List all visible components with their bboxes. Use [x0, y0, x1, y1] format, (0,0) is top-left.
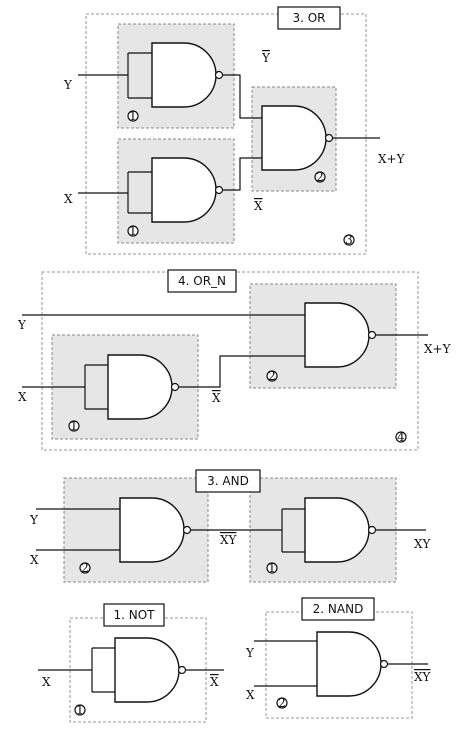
not-title: 1. NOT	[113, 608, 155, 622]
and-gate-2-wires	[191, 508, 426, 553]
and-middle-label: XY	[220, 533, 238, 547]
nand-title-box	[301, 597, 375, 621]
or-inverted-y-label: Y	[261, 51, 271, 65]
and-title-box	[195, 469, 261, 493]
nor-gate-2-number-circle	[266, 370, 278, 382]
nor-gate-2-number: 2	[268, 369, 276, 383]
nor-gate-1-input-wires	[22, 364, 108, 410]
nor-nand-gate-1	[107, 354, 173, 420]
nor-panel: 4. OR_N 1 2 Y X X X+Y 4	[17, 269, 452, 451]
not-nand-gate	[114, 637, 180, 703]
and-input-x-label: X	[30, 553, 39, 567]
or-gate-1-input-wires	[78, 52, 152, 99]
nand-input-x-label: X	[246, 688, 255, 702]
and-gate-2-number-circle	[266, 562, 278, 574]
or-output-label: X+Y	[378, 152, 406, 166]
nor-gate-1-number-circle	[68, 420, 80, 432]
nor-input-x-label: X	[18, 390, 27, 404]
nor-nand-gate-2	[304, 302, 370, 368]
and-gate-1-input-wires	[36, 508, 120, 551]
nor-inverted-x-label: X	[212, 391, 221, 405]
or-panel-number-circle	[343, 234, 355, 246]
nor-panel-number: 4	[397, 430, 405, 444]
and-input-y-label: Y	[29, 513, 39, 527]
nand-output-label: XY	[414, 670, 432, 684]
nand-gate-number-circle	[276, 697, 288, 709]
and-gate-1-number: 2	[81, 561, 89, 575]
or-input-y-label: Y	[63, 78, 73, 92]
not-gate-wires	[38, 647, 224, 693]
or-panel-number: 3	[345, 233, 353, 247]
and-gate-2-number: 1	[268, 561, 276, 575]
nand-title: 2. NAND	[313, 602, 364, 616]
and-nand-gate-1	[119, 497, 185, 563]
nor-title-box	[167, 269, 237, 293]
and-nand-gate-2	[304, 497, 370, 563]
or-gate-3-number-circle	[314, 171, 326, 183]
not-output-label: X	[210, 675, 219, 689]
or-gate-3-number: 2	[316, 170, 324, 184]
and-title: 3. AND	[207, 474, 249, 488]
and-gate-1-bubble	[182, 525, 192, 535]
nor-gate-1-number: 1	[70, 419, 78, 433]
nor-title: 4. OR_N	[178, 274, 226, 288]
or-inverted-x-label: X	[254, 199, 263, 213]
or-gate-2-bubble	[214, 185, 224, 195]
not-gate-number: 1	[76, 703, 84, 717]
nand-gate-number: 2	[278, 696, 286, 710]
nor-gate-1-bubble	[170, 382, 180, 392]
and-panel: 3. AND 2 1 Y X XY XY	[29, 469, 432, 583]
nand-gate-wires	[254, 640, 428, 687]
and-gate-1-number-circle	[79, 562, 91, 574]
nand-gate	[316, 631, 382, 697]
or-panel: 3. OR 1 1 2 Y X Y X X+Y 3	[63, 6, 406, 255]
not-gate-bubble	[177, 665, 187, 675]
nand-input-y-label: Y	[245, 646, 255, 660]
or-title-box	[277, 6, 341, 30]
not-input-label: X	[42, 675, 51, 689]
and-gate-2-bubble	[367, 525, 377, 535]
nand-panel: 2. NAND 2 Y X XY	[245, 597, 432, 719]
not-title-box	[103, 603, 165, 627]
nor-input-y-label: Y	[17, 318, 27, 332]
or-gate-2-number: 1	[129, 224, 137, 238]
or-nand-gate-2	[151, 157, 217, 223]
or-input-x-label: X	[64, 192, 73, 206]
nand-gate-bubble	[379, 659, 389, 669]
or-gate-1-bubble	[214, 70, 224, 80]
not-gate-number-circle	[74, 704, 86, 716]
or-gate-3-wires	[223, 74, 380, 191]
nor-gate-2-bubble	[367, 330, 377, 340]
or-gate-2-number-circle	[127, 225, 139, 237]
and-output-label: XY	[414, 537, 432, 551]
nor-gate-2-wires	[22, 314, 428, 388]
or-panel-frame	[85, 13, 367, 255]
nor-panel-number-circle	[395, 431, 407, 443]
or-title: 3. OR	[292, 11, 325, 25]
or-gate-3-bubble	[324, 133, 334, 143]
or-gate-2-input-wires	[78, 171, 152, 214]
or-gate-1-number-circle	[127, 110, 139, 122]
or-nand-gate-1	[151, 42, 217, 108]
not-panel: 1. NOT 1 X X	[38, 603, 224, 723]
or-nand-gate-3	[261, 105, 327, 171]
nor-output-label: X+Y	[424, 342, 452, 356]
or-gate-1-number: 1	[129, 109, 137, 123]
